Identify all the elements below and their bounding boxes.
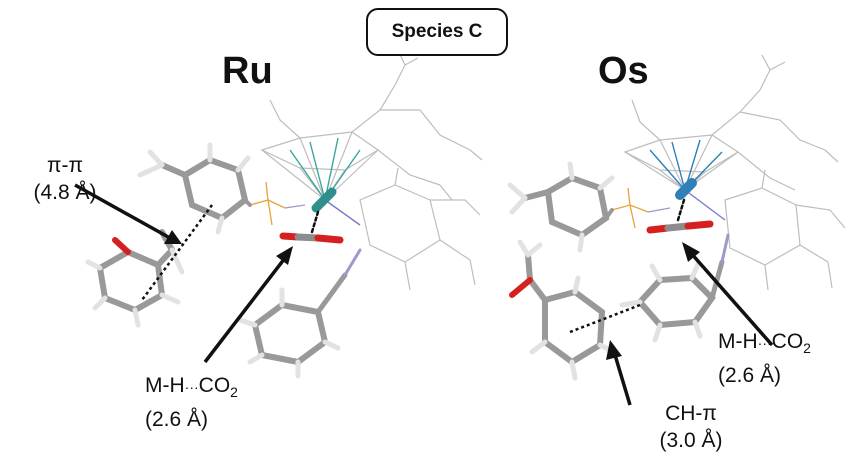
- ru-tolyl-ring: [137, 142, 252, 235]
- ru-mh-dots: ···: [184, 379, 199, 395]
- ru-mh-species: CO: [198, 374, 231, 397]
- ch-pi-arrowhead: [606, 340, 622, 360]
- os-mh-dots: ···: [757, 335, 772, 351]
- ru-structure: [74, 49, 483, 379]
- os-ch-pi-contact: [569, 303, 641, 334]
- os-phosphorus-fragment: [611, 187, 649, 229]
- os-mh-arrow-shaft: [688, 250, 774, 347]
- ch-pi-annotation: CH-π (3.0 Å): [646, 400, 736, 454]
- os-mh-prefix: M-H: [718, 330, 758, 353]
- ru-mh-arrow-shaft: [203, 256, 287, 364]
- metal-label-ru: Ru: [222, 50, 273, 92]
- ch-pi-value: (3.0 Å): [659, 429, 723, 452]
- ru-pi-pi-contact: [140, 204, 214, 301]
- ru-mh-label: M-H···CO2: [145, 372, 238, 406]
- os-metal-atom: [675, 178, 697, 200]
- pi-pi-arrowhead: [164, 230, 182, 244]
- ru-mh-prefix: M-H: [145, 374, 185, 397]
- ch-pi-label: CH-π: [665, 402, 717, 425]
- os-mh-species: CO: [771, 330, 804, 353]
- ru-co2: [279, 210, 344, 244]
- ru-naphthyl-fragment: [85, 229, 185, 328]
- pi-pi-value: (4.8 Å): [33, 181, 97, 204]
- pi-pi-annotation: π-π (4.8 Å): [22, 152, 108, 206]
- ru-metal-bonds: [289, 137, 361, 226]
- os-co2: [646, 198, 714, 234]
- ru-phosphorus-fragment: [249, 181, 286, 226]
- os-mh-label: M-H···CO2: [718, 328, 811, 362]
- os-wireframe: [623, 54, 846, 291]
- os-structure: [507, 54, 846, 406]
- os-mh-value: (2.6 Å): [718, 364, 782, 388]
- species-title-box: Species C: [366, 8, 508, 56]
- metal-label-os: Os: [598, 50, 649, 92]
- ru-wireframe: [260, 49, 483, 291]
- pi-pi-arrow-shaft: [74, 183, 171, 240]
- os-metal-bonds: [649, 139, 726, 221]
- os-tolyl-ring: [507, 161, 615, 253]
- os-keto-aryl-fragment: [509, 239, 617, 381]
- os-mh-arrowhead: [682, 242, 700, 262]
- ru-mh-subscript: 2: [230, 384, 238, 401]
- ru-mh-annotation: M-H···CO2 (2.6 Å): [145, 372, 238, 433]
- os-mh-subscript: 2: [803, 340, 811, 357]
- pi-pi-label: π-π: [47, 154, 83, 177]
- os-mh-annotation: M-H···CO2 (2.6 Å): [718, 328, 811, 389]
- ru-mh-value: (2.6 Å): [145, 408, 209, 432]
- ru-mh-arrowhead: [276, 246, 293, 265]
- species-title: Species C: [391, 21, 483, 42]
- ru-metal-atom: [311, 187, 337, 213]
- ru-benzyl-ring: [237, 248, 362, 379]
- ch-pi-arrow-shaft: [613, 354, 632, 406]
- os-benzyl-ring: [619, 233, 730, 343]
